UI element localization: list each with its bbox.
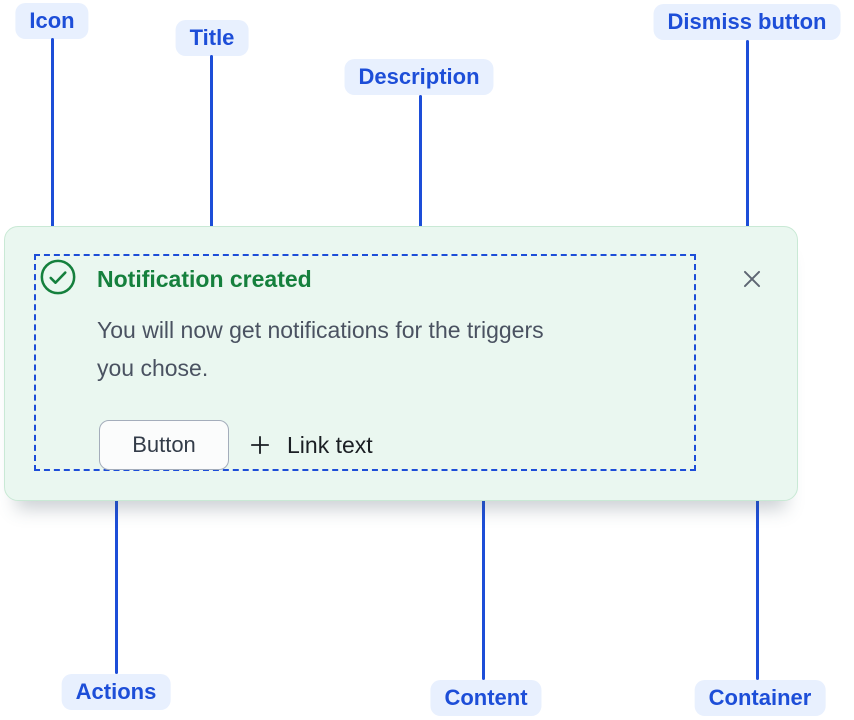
callout-line-title: [209, 55, 213, 263]
notification-title: Notification created: [97, 266, 312, 292]
action-button[interactable]: Button: [99, 420, 229, 470]
label-content: Content: [430, 680, 542, 716]
label-title: Title: [175, 20, 249, 56]
label-description: Description: [344, 59, 494, 95]
callout-line-actions: [114, 463, 118, 674]
callout-line-icon: [50, 38, 54, 247]
callout-line-container: [755, 470, 759, 680]
link-action[interactable]: Link text: [247, 420, 373, 470]
callout-line-content: [481, 470, 485, 680]
check-circle-icon: [39, 258, 77, 296]
label-icon: Icon: [15, 3, 89, 39]
label-actions: Actions: [61, 674, 171, 710]
notification-description: You will now get notifications for the t…: [97, 311, 544, 387]
link-action-label: Link text: [287, 431, 373, 458]
content-region-outline: [34, 254, 696, 471]
callout-line-description: [418, 95, 422, 303]
label-container: Container: [694, 680, 826, 716]
notification-container: Notification created You will now get no…: [4, 226, 798, 501]
callout-line-dismiss: [745, 40, 749, 247]
dismiss-button[interactable]: [733, 260, 771, 298]
description-line: you chose.: [97, 355, 209, 381]
x-icon: [739, 266, 765, 292]
description-line: You will now get notifications for the t…: [97, 317, 544, 343]
plus-icon: [247, 432, 273, 458]
label-dismiss-button: Dismiss button: [653, 4, 841, 40]
